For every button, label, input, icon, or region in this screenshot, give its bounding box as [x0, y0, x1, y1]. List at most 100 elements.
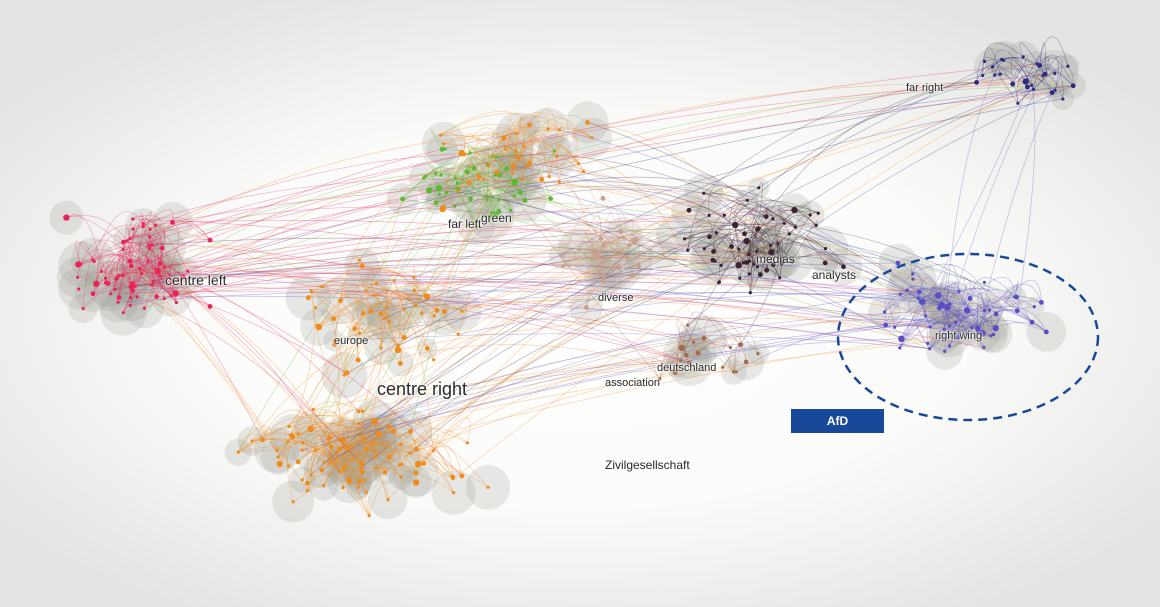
network-edge: [994, 57, 1055, 76]
network-edge: [333, 292, 417, 319]
network-edge: [765, 82, 977, 217]
network-node: [981, 73, 985, 78]
network-edge: [461, 127, 506, 154]
network-node: [127, 258, 133, 264]
network-node: [898, 335, 905, 342]
network-edge: [66, 214, 157, 297]
network-edge: [470, 198, 1042, 303]
network-edge: [143, 228, 153, 249]
network-edge: [912, 263, 997, 315]
network-edge: [943, 320, 960, 338]
network-edge: [620, 223, 636, 241]
network-node: [133, 284, 137, 288]
network-edge: [313, 409, 349, 448]
network-edge: [402, 181, 437, 203]
network-node: [982, 345, 986, 349]
network-edge: [126, 206, 496, 242]
network-edge: [153, 264, 175, 296]
network-edge: [894, 304, 968, 334]
network-edge: [947, 281, 990, 311]
network-node: [335, 456, 339, 460]
network-edge: [458, 142, 520, 192]
network-node: [963, 307, 971, 314]
network-edge: [114, 222, 785, 290]
network-node: [370, 442, 375, 446]
network-node: [386, 454, 392, 460]
network-edge: [704, 75, 983, 249]
label-zivilgesellschaft: Zivilgesellschaft: [605, 458, 690, 472]
network-edge: [556, 125, 564, 157]
network-edge: [107, 254, 124, 284]
network-node: [552, 149, 557, 153]
network-node: [319, 467, 325, 473]
network-edge: [944, 322, 1047, 352]
network-node: [359, 461, 365, 467]
network-edge: [470, 167, 521, 200]
network-edge: [529, 144, 554, 177]
network-edge: [370, 282, 438, 312]
network-edge: [340, 296, 399, 351]
network-edge: [713, 214, 767, 252]
network-edge: [358, 322, 956, 424]
network-edge: [941, 302, 1047, 333]
network-node: [468, 196, 473, 202]
network-node: [738, 342, 743, 348]
network-edge: [912, 272, 929, 344]
network-edge: [441, 148, 492, 217]
network-node: [1053, 88, 1057, 92]
network-edge: [1039, 42, 1046, 75]
network-edge: [1012, 66, 1046, 85]
network-edge: [440, 166, 477, 227]
network-node: [360, 409, 365, 413]
network-edge: [929, 330, 950, 349]
network-edge: [368, 483, 389, 516]
network-edge: [161, 263, 184, 277]
network-node: [491, 195, 495, 199]
network-edge: [357, 306, 387, 361]
network-node: [352, 326, 357, 332]
network-node: [661, 252, 665, 256]
network-node: [613, 250, 617, 254]
network-edge: [238, 446, 365, 481]
network-edge: [301, 362, 690, 451]
network-edge: [704, 227, 772, 253]
network-node: [485, 198, 489, 202]
network-edge: [92, 253, 158, 272]
network-node: [286, 440, 290, 444]
network-node: [601, 277, 605, 282]
network-edge: [307, 461, 341, 491]
network-edge: [96, 272, 134, 285]
network-node: [503, 147, 507, 151]
network-edge: [693, 337, 734, 373]
network-node: [722, 213, 727, 217]
network-node: [711, 249, 716, 254]
network-node: [412, 288, 416, 292]
network-edge: [175, 281, 920, 294]
network-node: [304, 480, 310, 486]
network-edge: [329, 435, 367, 464]
label-green: green: [481, 211, 512, 225]
network-edge: [336, 416, 360, 459]
network-edge: [383, 297, 931, 328]
network-node: [734, 370, 738, 374]
network-node: [486, 485, 490, 489]
network-node: [957, 289, 961, 293]
network-edge: [772, 242, 844, 267]
network-edge: [387, 200, 748, 500]
network-node: [1002, 58, 1006, 62]
network-edge: [297, 430, 417, 474]
network-edge: [122, 223, 158, 313]
network-edge: [738, 254, 761, 275]
network-node: [637, 253, 641, 257]
network-edge: [358, 309, 990, 424]
network-edge: [455, 172, 512, 211]
network-node: [898, 346, 902, 350]
network-node: [561, 264, 565, 269]
network-edge: [720, 218, 796, 266]
network-edge: [958, 287, 1033, 323]
network-node: [337, 446, 342, 452]
network-edge: [478, 135, 524, 178]
network-edge: [943, 73, 1046, 330]
network-edge: [287, 441, 370, 516]
network-edge: [344, 434, 358, 468]
